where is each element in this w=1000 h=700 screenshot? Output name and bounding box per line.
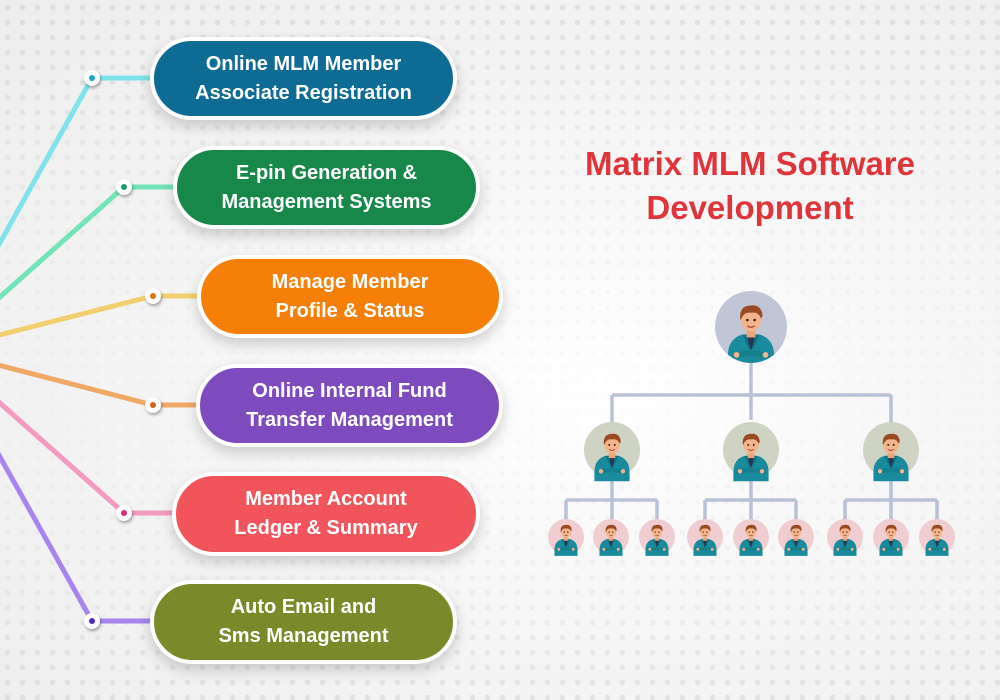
org-node-level2-avatar bbox=[723, 422, 779, 482]
title-line1: Matrix MLM Software bbox=[584, 145, 916, 182]
org-node-level2-avatar bbox=[584, 422, 640, 482]
feature-label-line2: Transfer Management bbox=[246, 408, 453, 431]
org-node-level2-avatar bbox=[863, 422, 919, 482]
org-node-level3-avatar bbox=[687, 519, 723, 557]
org-node-level3-avatar bbox=[778, 519, 814, 557]
org-node-level3-avatar bbox=[873, 519, 909, 557]
org-node-level3-avatar bbox=[827, 519, 863, 557]
org-node-level3-avatar bbox=[919, 519, 955, 557]
feature-label-line1: Manage Member bbox=[271, 270, 429, 293]
feature-label-line2: Ledger & Summary bbox=[234, 517, 418, 539]
org-connectors bbox=[564, 363, 939, 520]
feature-account-ledger[interactable]: Member Account Ledger & Summary bbox=[172, 472, 480, 556]
feature-label-line1: Member Account bbox=[245, 488, 407, 510]
connector-node-3 bbox=[145, 288, 161, 304]
feature-email-sms[interactable]: Auto Email and Sms Management bbox=[150, 580, 457, 664]
feature-label-line2: Sms Management bbox=[218, 625, 389, 647]
title-line2: Development bbox=[646, 189, 854, 226]
feature-label-line2: Management Systems bbox=[221, 190, 432, 213]
org-node-level3-avatar bbox=[733, 519, 769, 557]
org-node-level3-avatar bbox=[593, 519, 629, 557]
feature-label-line1: Auto Email and bbox=[230, 596, 377, 618]
connector-node-2 bbox=[116, 179, 132, 195]
feature-label-line1: Online MLM Member bbox=[205, 52, 402, 75]
feature-epin-generation[interactable]: E-pin Generation & Management Systems bbox=[173, 146, 480, 229]
org-node-top-avatar bbox=[715, 291, 787, 363]
feature-fund-transfer[interactable]: Online Internal Fund Transfer Management bbox=[196, 364, 503, 447]
feature-member-profile[interactable]: Manage Member Profile & Status bbox=[197, 255, 503, 338]
feature-label-line2: Profile & Status bbox=[275, 299, 425, 322]
org-node-level3-avatar bbox=[639, 519, 675, 557]
connector-node-1 bbox=[84, 70, 100, 86]
feature-label-line1: E-pin Generation & bbox=[235, 161, 418, 184]
page-title: Matrix MLM Software Development bbox=[530, 142, 970, 230]
feature-label-line1: Online Internal Fund bbox=[252, 379, 447, 402]
connector-node-6 bbox=[84, 613, 100, 629]
connector-node-5 bbox=[116, 505, 132, 521]
feature-label-line2: Associate Registration bbox=[195, 81, 412, 104]
connector-node-4 bbox=[145, 397, 161, 413]
feature-member-registration[interactable]: Online MLM Member Associate Registration bbox=[150, 37, 457, 120]
org-node-level3-avatar bbox=[548, 519, 584, 557]
